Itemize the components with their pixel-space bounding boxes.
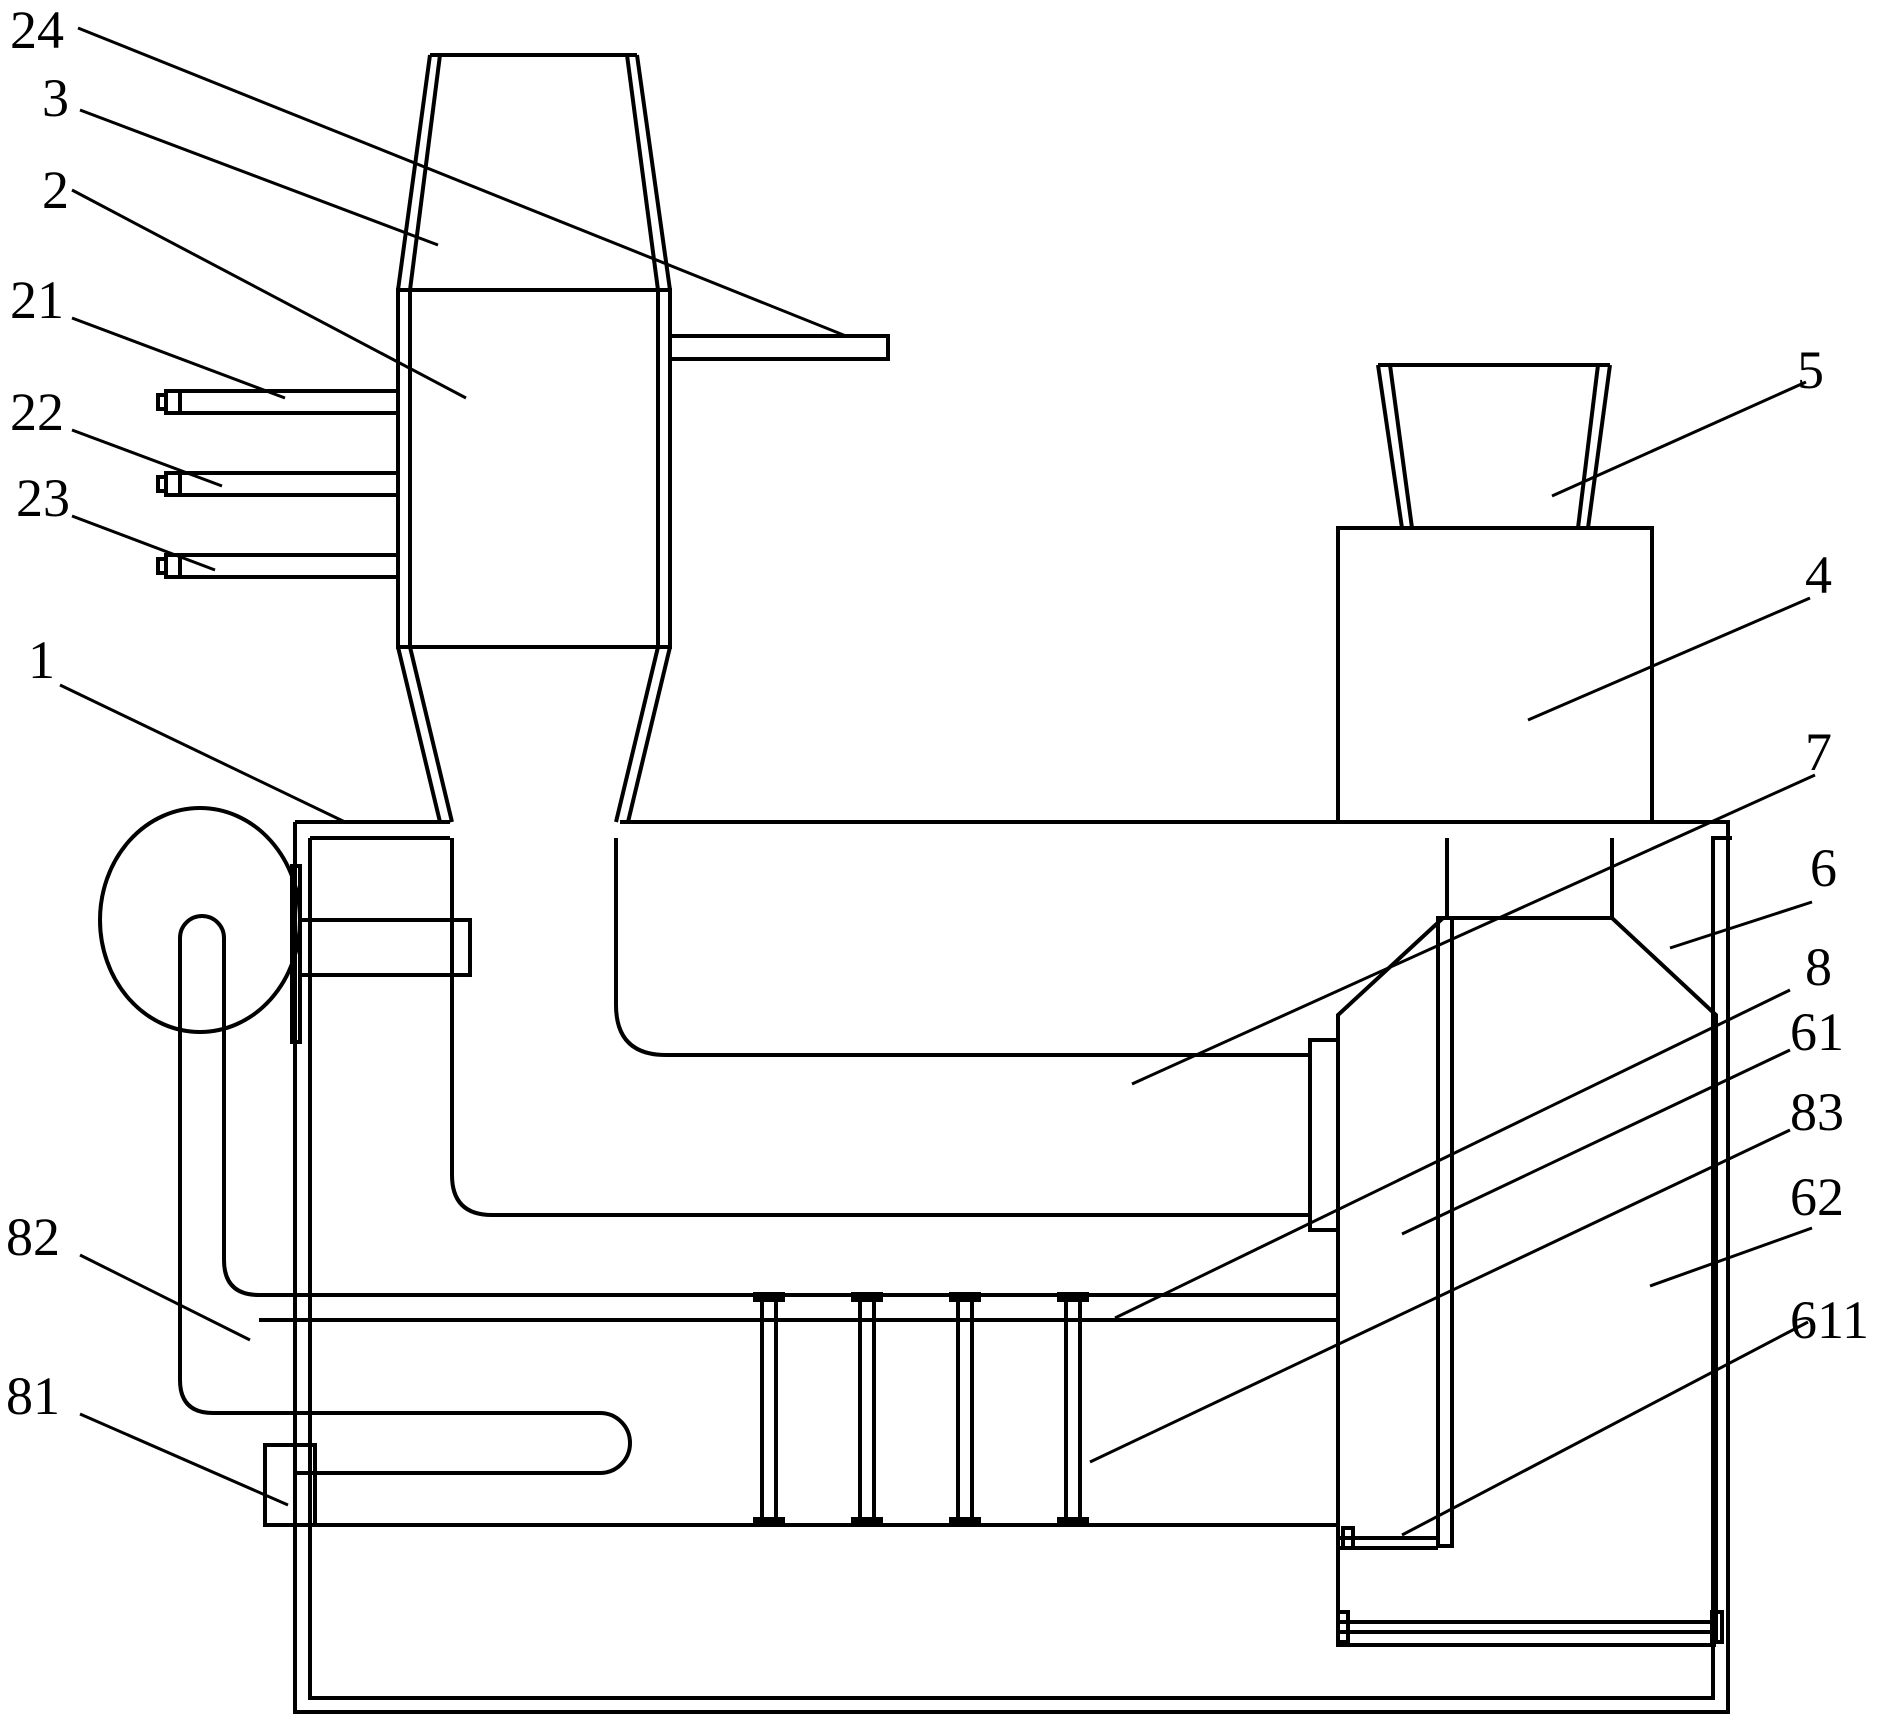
label-23: 23 <box>16 468 70 528</box>
number-labels: 24 3 2 21 22 23 1 5 4 7 6 8 61 83 62 611… <box>6 0 1869 1426</box>
label-1: 1 <box>28 630 55 690</box>
pipe-82 <box>178 914 1338 1475</box>
pipe-22 <box>156 471 400 497</box>
label-2: 2 <box>42 160 69 220</box>
label-611: 611 <box>1790 1290 1869 1350</box>
hopper-5 <box>1376 363 1612 529</box>
label-7: 7 <box>1805 722 1832 782</box>
base-box <box>293 820 1732 1714</box>
tube-2 <box>851 1292 883 1527</box>
label-21: 21 <box>10 270 64 330</box>
duct-8 <box>259 1318 1338 1527</box>
label-82: 82 <box>6 1207 60 1267</box>
label-61: 61 <box>1790 1002 1844 1062</box>
label-81: 81 <box>6 1366 60 1426</box>
chamber-4 <box>1336 526 1654 822</box>
tube-1 <box>753 1292 785 1527</box>
pipe-24 <box>668 334 890 361</box>
label-5: 5 <box>1797 340 1824 400</box>
label-24: 24 <box>10 0 64 60</box>
tower-body <box>396 288 672 649</box>
leader-lines <box>59 26 1816 1537</box>
vessel-6 <box>1336 838 1724 1647</box>
label-83: 83 <box>1790 1082 1844 1142</box>
label-6: 6 <box>1810 838 1837 898</box>
tower-lower-cone <box>396 646 672 823</box>
label-22: 22 <box>10 382 64 442</box>
label-3: 3 <box>42 68 69 128</box>
label-62: 62 <box>1790 1167 1844 1227</box>
pipe-23 <box>156 553 400 579</box>
label-4: 4 <box>1805 545 1832 605</box>
pipe-21 <box>156 389 400 415</box>
fan-housing <box>98 806 472 1044</box>
duct-7 <box>450 838 1340 1232</box>
label-8: 8 <box>1805 937 1832 997</box>
tube-3 <box>949 1292 981 1527</box>
tube-4 <box>1057 1292 1089 1527</box>
tower-top-cone <box>396 53 672 291</box>
tubes-83 <box>753 1292 1089 1527</box>
